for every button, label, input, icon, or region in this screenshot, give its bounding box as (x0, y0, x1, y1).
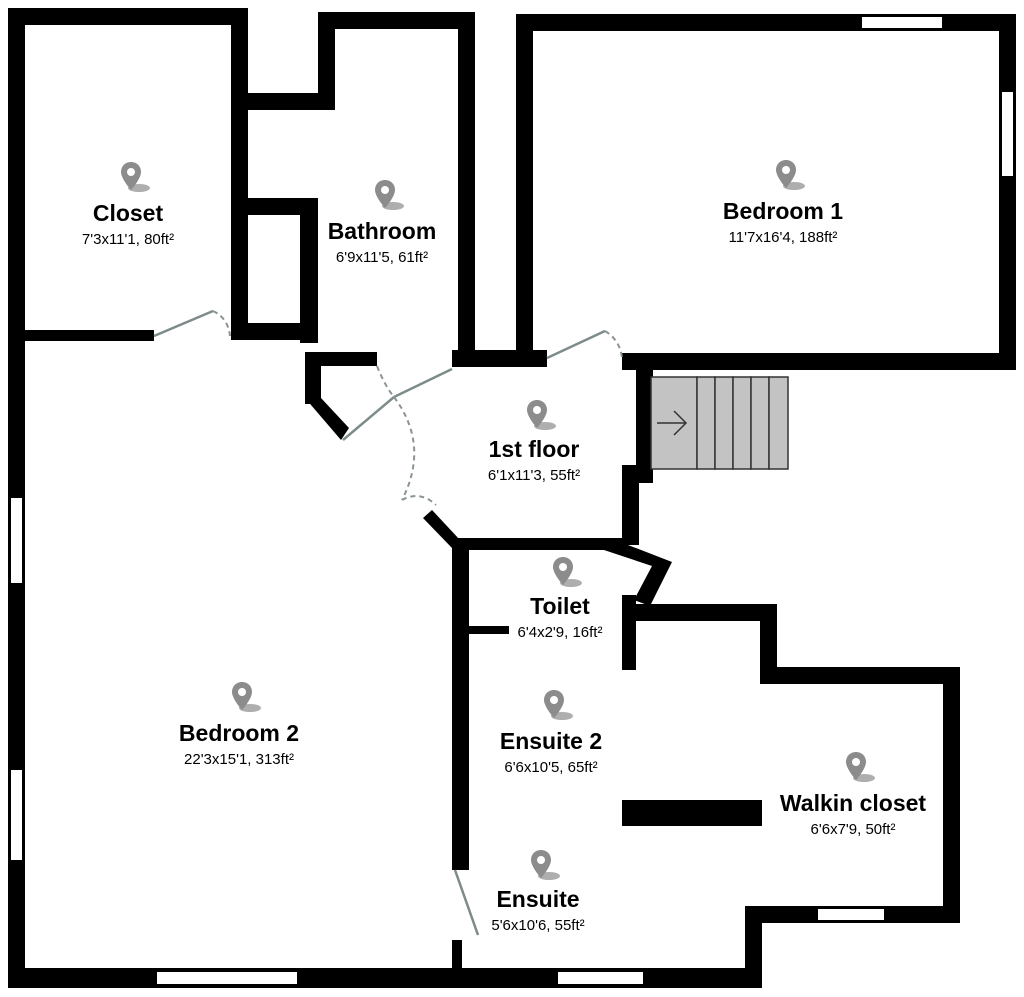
room-dimensions: 6'6x10'5, 65ft² (504, 759, 598, 776)
location-pin-icon (228, 680, 262, 714)
room-name: Bedroom 2 (178, 720, 300, 746)
location-pin-icon (540, 688, 574, 722)
room-label-toilet: Toilet 6'4x2'9, 16ft² (518, 593, 603, 643)
room-label-bedroom2: Bedroom 2 22'3x15'1, 313ft² (179, 720, 299, 770)
walls (8, 8, 1016, 988)
room-label-ensuite2: Ensuite 2 6'6x10'5, 65ft² (500, 728, 602, 778)
room-dimensions: 7'3x11'1, 80ft² (81, 231, 175, 248)
room-label-ensuite: Ensuite 5'6x10'6, 55ft² (491, 886, 584, 936)
location-pin-icon (549, 555, 583, 589)
room-dimensions: 22'3x15'1, 313ft² (184, 751, 294, 768)
room-dimensions: 6'1x11'3, 55ft² (487, 467, 581, 484)
location-pin-icon (772, 158, 806, 192)
location-pin-icon (842, 750, 876, 784)
location-pin-icon (371, 178, 405, 212)
location-pin-icon (117, 160, 151, 194)
arrow-right-icon (657, 410, 688, 436)
room-name: Bedroom 1 (722, 198, 844, 224)
room-name: Closet (92, 200, 164, 226)
location-pin-icon (527, 848, 561, 882)
stairs (650, 376, 789, 470)
room-name: Ensuite (496, 886, 580, 912)
room-dimensions: 6'9x11'5, 61ft² (335, 249, 429, 266)
room-label-bedroom1: Bedroom 1 11'7x16'4, 188ft² (723, 198, 843, 248)
room-name: Toilet (530, 593, 590, 619)
windows (11, 17, 1013, 984)
location-pin-icon (523, 398, 557, 432)
room-name: Bathroom (327, 218, 437, 244)
room-name: Ensuite 2 (499, 728, 603, 754)
room-label-closet: Closet 7'3x11'1, 80ft² (82, 200, 174, 250)
room-name: Walkin closet (779, 790, 927, 816)
room-dimensions: 11'7x16'4, 188ft² (728, 229, 838, 246)
doors (153, 309, 623, 936)
room-label-firstfloor: 1st floor 6'1x11'3, 55ft² (488, 436, 580, 486)
room-dimensions: 6'4x2'9, 16ft² (517, 624, 603, 641)
room-dimensions: 6'6x7'9, 50ft² (810, 821, 896, 838)
room-label-bathroom: Bathroom 6'9x11'5, 61ft² (328, 218, 437, 268)
room-label-walkin: Walkin closet 6'6x7'9, 50ft² (780, 790, 926, 840)
room-name: 1st floor (488, 436, 580, 462)
room-dimensions: 5'6x10'6, 55ft² (491, 917, 585, 934)
